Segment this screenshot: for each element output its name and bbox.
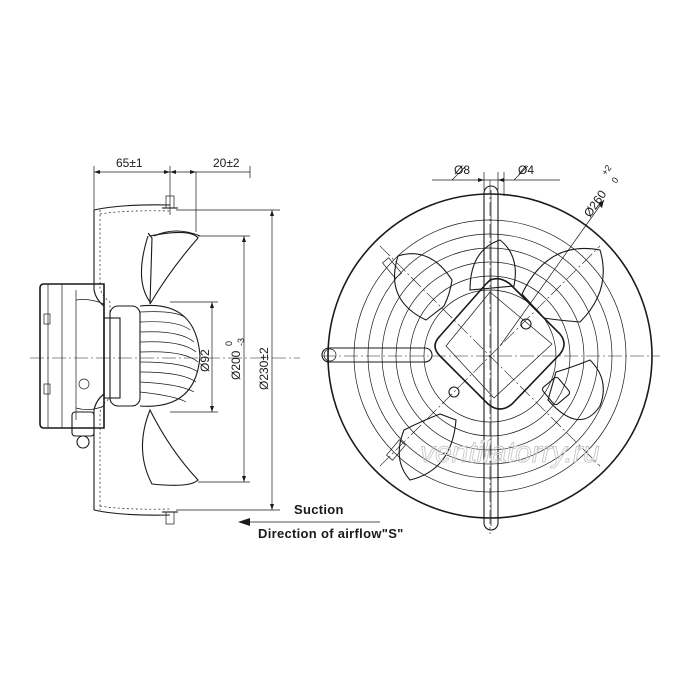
arrow-head bbox=[478, 178, 484, 182]
motor-box-inner bbox=[445, 291, 553, 399]
dim-label-wire-4: Ø4 bbox=[518, 163, 534, 177]
mount-hole-left bbox=[323, 348, 337, 362]
guard-top-dashed bbox=[99, 210, 171, 215]
dim-label-230: Ø230±2 bbox=[257, 347, 271, 390]
blade-lower bbox=[141, 408, 199, 486]
blade-front-3 bbox=[398, 413, 457, 481]
guard-clip bbox=[382, 257, 402, 279]
guard-top-curve bbox=[93, 204, 171, 211]
leader-4 bbox=[513, 165, 529, 181]
motor-contour bbox=[75, 299, 105, 305]
arrow-head bbox=[598, 200, 604, 208]
arrow-head bbox=[498, 178, 504, 182]
mount-bar-horizontal bbox=[321, 347, 433, 363]
blade-front-2 bbox=[547, 359, 604, 421]
dim-label-wire-8: Ø8 bbox=[454, 163, 470, 177]
mount-screw-bottom bbox=[165, 511, 175, 525]
motor-screw bbox=[520, 318, 532, 330]
guard-bottom-curve bbox=[93, 509, 171, 516]
dim-tol-260-up: +2 bbox=[599, 163, 613, 177]
rotor-hub bbox=[109, 305, 141, 407]
cable-gland-nut bbox=[76, 435, 90, 449]
arrow-head bbox=[242, 236, 246, 242]
motor-bolt bbox=[43, 313, 51, 325]
centerline-diagonal bbox=[379, 245, 601, 467]
dim-line-260 bbox=[499, 199, 605, 347]
side-view: 65±1 20±2 bbox=[30, 156, 300, 525]
guard-bottom-dashed bbox=[99, 505, 171, 510]
motor-contour bbox=[75, 405, 105, 410]
cable-gland bbox=[71, 411, 95, 437]
arrow-head bbox=[242, 476, 246, 482]
dim-tol-260-low: 0 bbox=[609, 175, 620, 185]
arrow-head bbox=[210, 406, 214, 412]
blade-upper-edge bbox=[140, 235, 151, 303]
terminal-screw bbox=[78, 378, 90, 390]
blade-front-4 bbox=[394, 253, 453, 321]
dim-label-92: Ø92 bbox=[198, 349, 212, 372]
motor-bolt bbox=[43, 383, 51, 395]
guard-outline bbox=[93, 210, 105, 510]
arrow-head bbox=[164, 170, 170, 174]
dim-label-20: 20±2 bbox=[213, 156, 240, 170]
blade-upper bbox=[147, 231, 199, 305]
watermark-text: ventilatorry.ru bbox=[420, 436, 600, 469]
motor-box bbox=[434, 277, 565, 410]
arrow-head bbox=[270, 504, 274, 510]
arrow-head bbox=[94, 170, 100, 174]
dim-label-65: 65±1 bbox=[116, 156, 143, 170]
suction-label: Suction bbox=[294, 502, 344, 517]
dim-tol-200-up: 0 bbox=[224, 341, 234, 346]
rotor-fins bbox=[139, 304, 201, 407]
arrow-head bbox=[190, 170, 196, 174]
front-view: Ø8 Ø4 Ø260 +2 0 bbox=[321, 163, 660, 534]
guard-wire-dashed bbox=[99, 210, 111, 510]
airflow-arrow-head bbox=[238, 518, 250, 526]
arrow-head bbox=[210, 302, 214, 308]
arrow-head bbox=[270, 210, 274, 216]
mount-bar-vertical bbox=[483, 185, 499, 531]
motor-screw bbox=[448, 386, 460, 398]
cable-gland-front bbox=[541, 376, 571, 406]
arrow-head bbox=[170, 170, 176, 174]
airflow-direction-label: Direction of airflow"S" bbox=[258, 526, 404, 541]
leader-8 bbox=[451, 165, 467, 181]
dim-tol-200-low: -3 bbox=[236, 338, 246, 346]
blade-tip-upper bbox=[153, 230, 201, 237]
dim-label-200: Ø200 bbox=[229, 350, 243, 380]
airflow-note: Suction Direction of airflow"S" bbox=[238, 502, 404, 541]
dim-label-260: Ø260 bbox=[581, 187, 609, 219]
blade-front-5 bbox=[469, 239, 516, 291]
guard-clip bbox=[386, 439, 406, 461]
blade-front-1 bbox=[521, 247, 604, 323]
motor-housing bbox=[39, 283, 105, 429]
